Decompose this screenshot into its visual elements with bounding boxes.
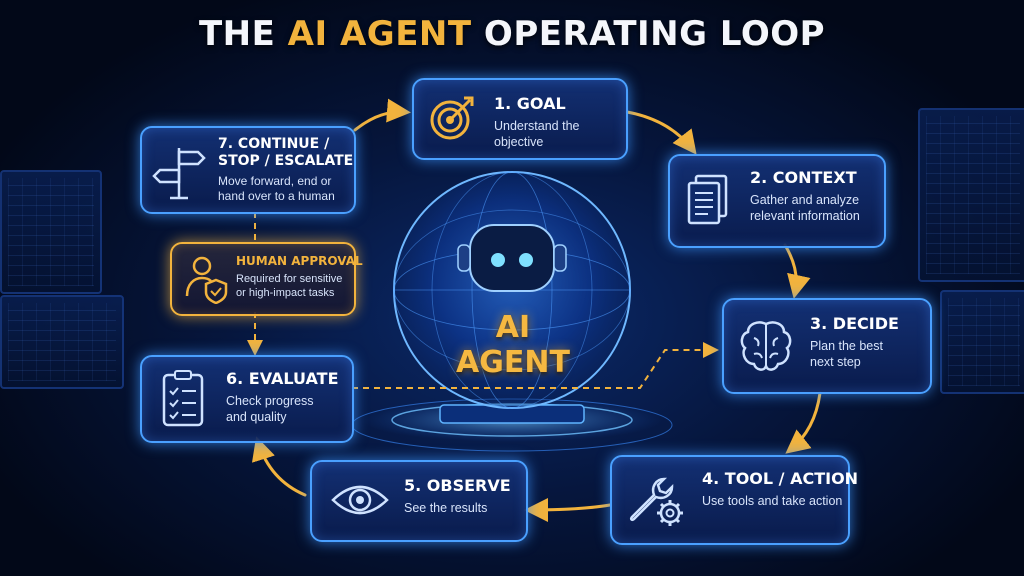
robot-head-icon (457, 224, 567, 292)
agent-center-label: AI AGENT (456, 310, 570, 380)
target-icon (430, 96, 474, 140)
loop-arrows (251, 98, 822, 522)
page-title-highlight: AI AGENT (287, 14, 472, 54)
step-tool-action-card[interactable]: 4. TOOL / ACTION Use tools and take acti… (610, 455, 858, 545)
human-approval-desc: Required for sensitive or high-impact ta… (236, 273, 343, 299)
step-observe-title: 5. OBSERVE (404, 476, 511, 495)
step-context-desc: Gather and analyze relevant information (750, 193, 860, 223)
user-shield-icon (185, 256, 228, 304)
step-context-card[interactable]: 2. CONTEXT Gather and analyze relevant i… (668, 154, 886, 248)
background-monitor-left (0, 170, 102, 294)
background-monitor-right-lower (940, 290, 1024, 394)
step-continue-title-line2: STOP / ESCALATE (218, 153, 354, 169)
brain-icon (740, 321, 792, 371)
document-icon (687, 174, 728, 225)
step-tool-action-title: 4. TOOL / ACTION (702, 469, 859, 488)
step-observe-desc: See the results (404, 501, 488, 515)
signpost-icon (152, 148, 206, 200)
step-evaluate-desc: Check progress and quality (226, 394, 314, 424)
step-continue-desc: Move forward, end or hand over to a huma… (218, 174, 335, 203)
step-continue-card[interactable]: 7. CONTINUE / STOP / ESCALATE Move forwa… (140, 126, 356, 214)
eye-icon (331, 485, 389, 515)
clipboard-checklist-icon (162, 370, 204, 427)
arrow-4-to-5 (524, 497, 612, 522)
step-decide-desc: Plan the best next step (810, 339, 883, 369)
page-title: THE AI AGENT OPERATING LOOP (198, 14, 826, 54)
step-goal-desc: Understand the objective (494, 119, 580, 149)
step-decide-title: 3. DECIDE (810, 314, 899, 333)
step-continue-title-line1: 7. CONTINUE / (218, 136, 330, 152)
human-approval-card[interactable]: HUMAN APPROVAL Required for sensitive or… (170, 242, 363, 316)
step-evaluate-card[interactable]: 6. EVALUATE Check progress and quality (140, 355, 354, 443)
arrow-1-to-2 (625, 110, 697, 155)
arrow-7-to-1 (353, 98, 411, 132)
step-goal-title: 1. GOAL (494, 94, 566, 113)
arrow-5-to-6 (251, 436, 307, 497)
wrench-gear-icon (629, 477, 683, 526)
step-decide-card[interactable]: 3. DECIDE Plan the best next step (722, 298, 932, 394)
background-monitor-right (918, 108, 1024, 282)
step-context-title: 2. CONTEXT (750, 168, 857, 187)
step-tool-action-desc: Use tools and take action (702, 494, 843, 508)
arrow-3-to-4 (785, 391, 822, 454)
step-goal-card[interactable]: 1. GOAL Understand the objective (412, 78, 628, 160)
dashed-6-to-3 (352, 342, 719, 389)
arrow-2-to-3 (783, 243, 811, 299)
step-observe-card[interactable]: 5. OBSERVE See the results (310, 460, 528, 542)
dashed-connectors (247, 212, 719, 389)
step-evaluate-title: 6. EVALUATE (226, 369, 339, 388)
background-monitor-left-lower (0, 295, 124, 389)
human-approval-title: HUMAN APPROVAL (236, 254, 363, 268)
